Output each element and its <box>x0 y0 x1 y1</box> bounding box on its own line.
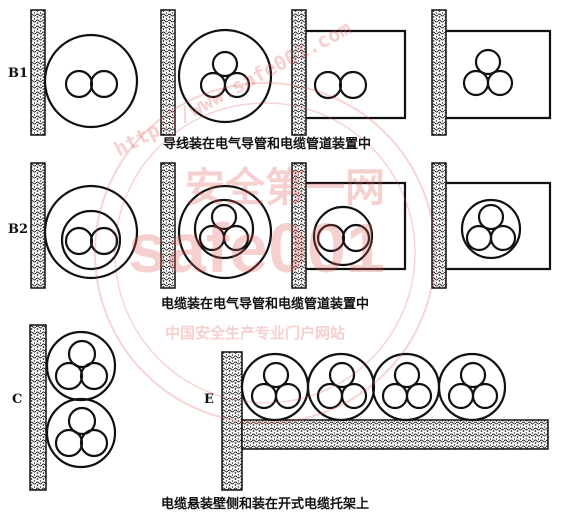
watermark-ring-inner <box>114 102 416 404</box>
caption-row3: 电缆悬装壁侧和装在开式电缆托架上 <box>161 497 370 512</box>
conductor <box>462 69 490 97</box>
caption-row1: 导线装在电气导管和电缆管道装置中 <box>163 137 372 152</box>
conductor <box>67 406 97 436</box>
conductor <box>89 69 119 99</box>
conductor <box>316 223 346 253</box>
caption-row2: 电缆装在电气导管和电缆管道装置中 <box>161 297 370 312</box>
conductor <box>54 428 84 458</box>
watermark-ring-outer <box>94 82 436 424</box>
conduit-b1-1 <box>43 33 139 129</box>
conductor <box>198 224 226 252</box>
wall-b1-1 <box>30 9 46 136</box>
conductor <box>250 382 278 410</box>
label-b1: B1 <box>8 66 29 81</box>
conductor <box>393 361 421 389</box>
cable-sheath <box>60 209 122 271</box>
conductor <box>64 69 94 99</box>
wall-c <box>29 324 47 491</box>
conductor <box>447 382 475 410</box>
wall-b1-3 <box>291 9 307 136</box>
cable-tray <box>241 419 549 450</box>
conductor <box>274 382 302 410</box>
conductor <box>67 339 97 369</box>
trunking-b1-4 <box>446 29 552 120</box>
label-b2: B2 <box>8 222 29 237</box>
cable-sheath <box>312 205 374 267</box>
conduit-b1-2 <box>177 28 273 124</box>
conductor <box>211 50 239 78</box>
conductor <box>340 382 368 410</box>
trunking-b1-3 <box>306 29 407 120</box>
conductor <box>341 223 371 253</box>
label-c: C <box>12 392 23 407</box>
conductor <box>474 48 502 76</box>
trunking-b2-3 <box>306 181 407 271</box>
conductor <box>223 71 251 99</box>
conduit-b2-1 <box>43 184 139 280</box>
conductor <box>79 361 109 391</box>
trunking-b2-4 <box>446 181 552 271</box>
wall-b2-3 <box>291 162 307 289</box>
wall-b2-4 <box>431 162 447 289</box>
conductor <box>54 361 84 391</box>
cable-e-4 <box>437 352 507 422</box>
cable-sheath <box>460 198 522 260</box>
conductor <box>471 382 499 410</box>
conductor <box>486 69 514 97</box>
cable-sheath <box>193 198 255 260</box>
conductor <box>79 428 109 458</box>
conductor <box>338 70 368 100</box>
conduit-b2-2 <box>177 184 273 280</box>
conductor <box>489 224 517 252</box>
conductor <box>262 361 290 389</box>
conductor <box>328 361 356 389</box>
conductor <box>465 224 493 252</box>
label-e: E <box>204 392 214 407</box>
wall-b2-2 <box>160 162 176 289</box>
conductor <box>459 361 487 389</box>
wall-b1-2 <box>160 9 176 136</box>
conductor <box>222 224 250 252</box>
cable-c-2 <box>45 397 117 469</box>
conductor <box>210 203 238 231</box>
conductor <box>381 382 409 410</box>
wall-b1-4 <box>431 9 447 136</box>
conductor <box>405 382 433 410</box>
conductor <box>64 226 94 256</box>
conductor <box>477 203 505 231</box>
wall-b2-1 <box>30 162 46 289</box>
conductor <box>89 226 119 256</box>
